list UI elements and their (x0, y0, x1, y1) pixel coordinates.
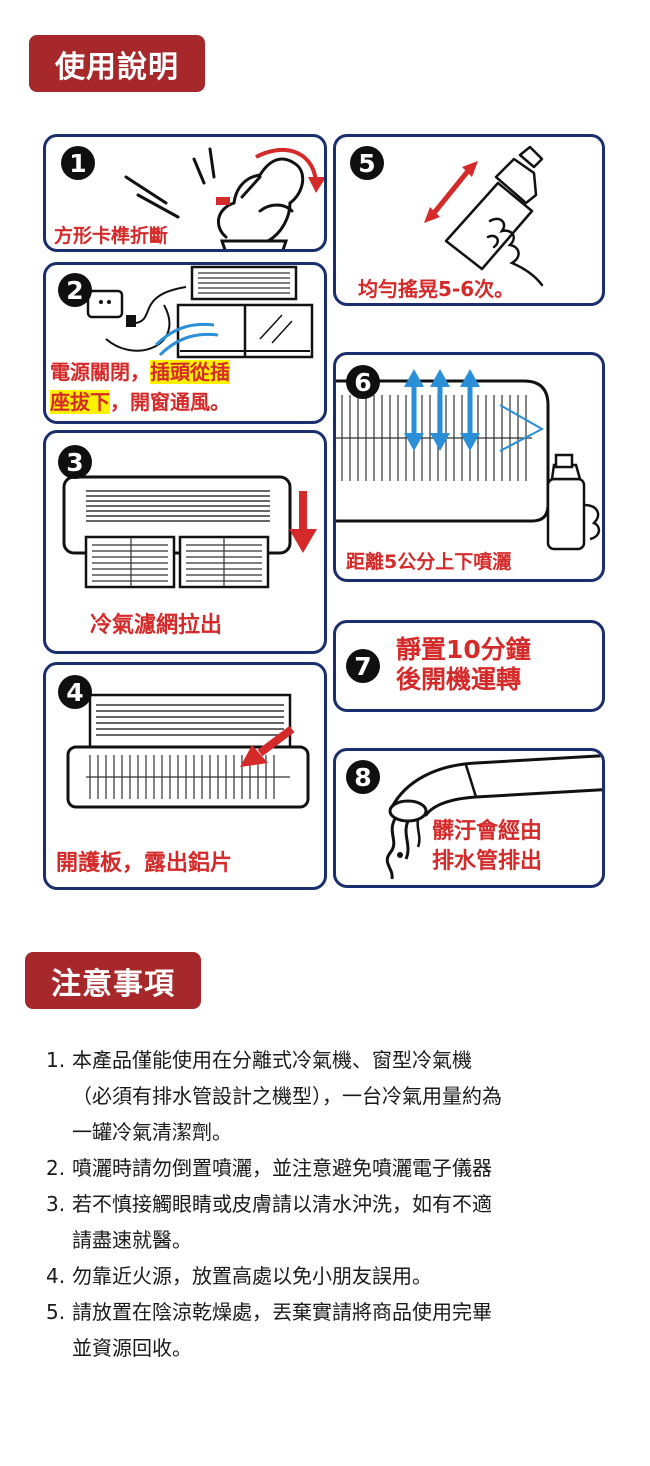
note-number: 3. (46, 1192, 66, 1216)
notes-list: 1. 本產品僅能使用在分離式冷氣機、窗型冷氣機 （必須有排水管設計之機型），一台… (46, 1042, 616, 1366)
step-1-card: 1 方形卡榫折斷 (43, 134, 327, 252)
step-7-number: 7 (346, 649, 380, 683)
step-3-caption: 冷氣濾網拉出 (90, 613, 223, 638)
step-2-caption-highlight-2: 座拔下 (50, 390, 110, 414)
step-2-caption-part1: 電源關閉， (50, 360, 150, 384)
note-item: 1. 本產品僅能使用在分離式冷氣機、窗型冷氣機 （必須有排水管設計之機型），一台… (46, 1042, 616, 1150)
step-2-caption: 電源關閉，插頭從插 座拔下，開窗通風。 (50, 357, 230, 417)
note-item: 4. 勿靠近火源，放置高處以免小朋友誤用。 (46, 1258, 616, 1294)
step-6-card: 6 距離5公分上下噴灑 (333, 352, 605, 582)
note-text: 噴灑時請勿倒置噴灑，並注意避免噴灑電子儀器 (72, 1156, 492, 1180)
note-number: 4. (46, 1264, 66, 1288)
note-number: 1. (46, 1048, 66, 1072)
aircon-open-icon (66, 693, 310, 809)
step-7-card: 7 靜置10分鐘 後開機運轉 (333, 620, 605, 712)
step-8-card: 8 髒汙會經由 排水管排出 (333, 748, 605, 888)
drain-pipe-icon (385, 754, 602, 880)
step-7-caption-line1: 靜置10分鐘 (396, 635, 531, 664)
step-8-caption-line2: 排水管排出 (432, 849, 543, 874)
note-number: 2. (46, 1156, 66, 1180)
notes-header: 注意事項 (25, 952, 201, 1009)
step-2-caption-part2: ，開窗通風。 (110, 390, 230, 414)
step-5-number: 5 (350, 146, 384, 180)
note-text: 若不慎接觸眼睛或皮膚請以清水沖洗，如有不適 請盡速就醫。 (72, 1192, 492, 1252)
step-7-caption-line2: 後開機運轉 (396, 665, 522, 694)
note-text: 請放置在陰涼乾燥處，丟棄實請將商品使用完畢 並資源回收。 (72, 1300, 492, 1360)
note-item: 2. 噴灑時請勿倒置噴灑，並注意避免噴灑電子儀器 (46, 1150, 616, 1186)
step-3-card: 3 冷氣濾網拉出 (43, 430, 327, 654)
note-text: 勿靠近火源，放置高處以免小朋友誤用。 (72, 1264, 432, 1288)
step-1-caption: 方形卡榫折斷 (54, 225, 169, 247)
step-2-number: 2 (58, 273, 92, 307)
step-3-number: 3 (58, 445, 92, 479)
step-4-number: 4 (58, 675, 92, 709)
step-5-caption: 均勻搖晃5-6次。 (358, 277, 515, 301)
step-8-caption: 髒汙會經由 排水管排出 (432, 817, 542, 877)
step-5-card: 5 均勻搖晃5-6次。 (333, 134, 605, 306)
step-7-caption: 靜置10分鐘 後開機運轉 (396, 635, 531, 695)
step-4-caption: 開護板，露出鋁片 (56, 851, 233, 876)
step-2-card: 2 電源關閉，插頭從插 座拔下，開窗通風。 (43, 262, 327, 424)
step-6-caption: 距離5公分上下噴灑 (346, 551, 512, 573)
step-6-number: 6 (346, 365, 380, 399)
hand-icon (124, 147, 324, 249)
usage-header: 使用說明 (29, 35, 205, 92)
step-8-caption-line1: 髒汙會經由 (432, 819, 543, 844)
step-4-card: 4 開護板，露出鋁片 (43, 662, 327, 890)
aircon-icon (62, 475, 317, 589)
note-number: 5. (46, 1300, 66, 1324)
step-8-number: 8 (346, 760, 380, 794)
note-item: 5. 請放置在陰涼乾燥處，丟棄實請將商品使用完畢 並資源回收。 (46, 1294, 616, 1366)
note-text: 本產品僅能使用在分離式冷氣機、窗型冷氣機 （必須有排水管設計之機型），一台冷氣用… (72, 1048, 502, 1144)
step-2-caption-highlight-1: 插頭從插 (150, 360, 230, 384)
note-item: 3. 若不慎接觸眼睛或皮膚請以清水沖洗，如有不適 請盡速就醫。 (46, 1186, 616, 1258)
aircon-spray-icon (336, 369, 601, 551)
spray-can-icon (424, 145, 544, 287)
window-icon (86, 265, 314, 359)
step-1-number: 1 (61, 146, 95, 180)
